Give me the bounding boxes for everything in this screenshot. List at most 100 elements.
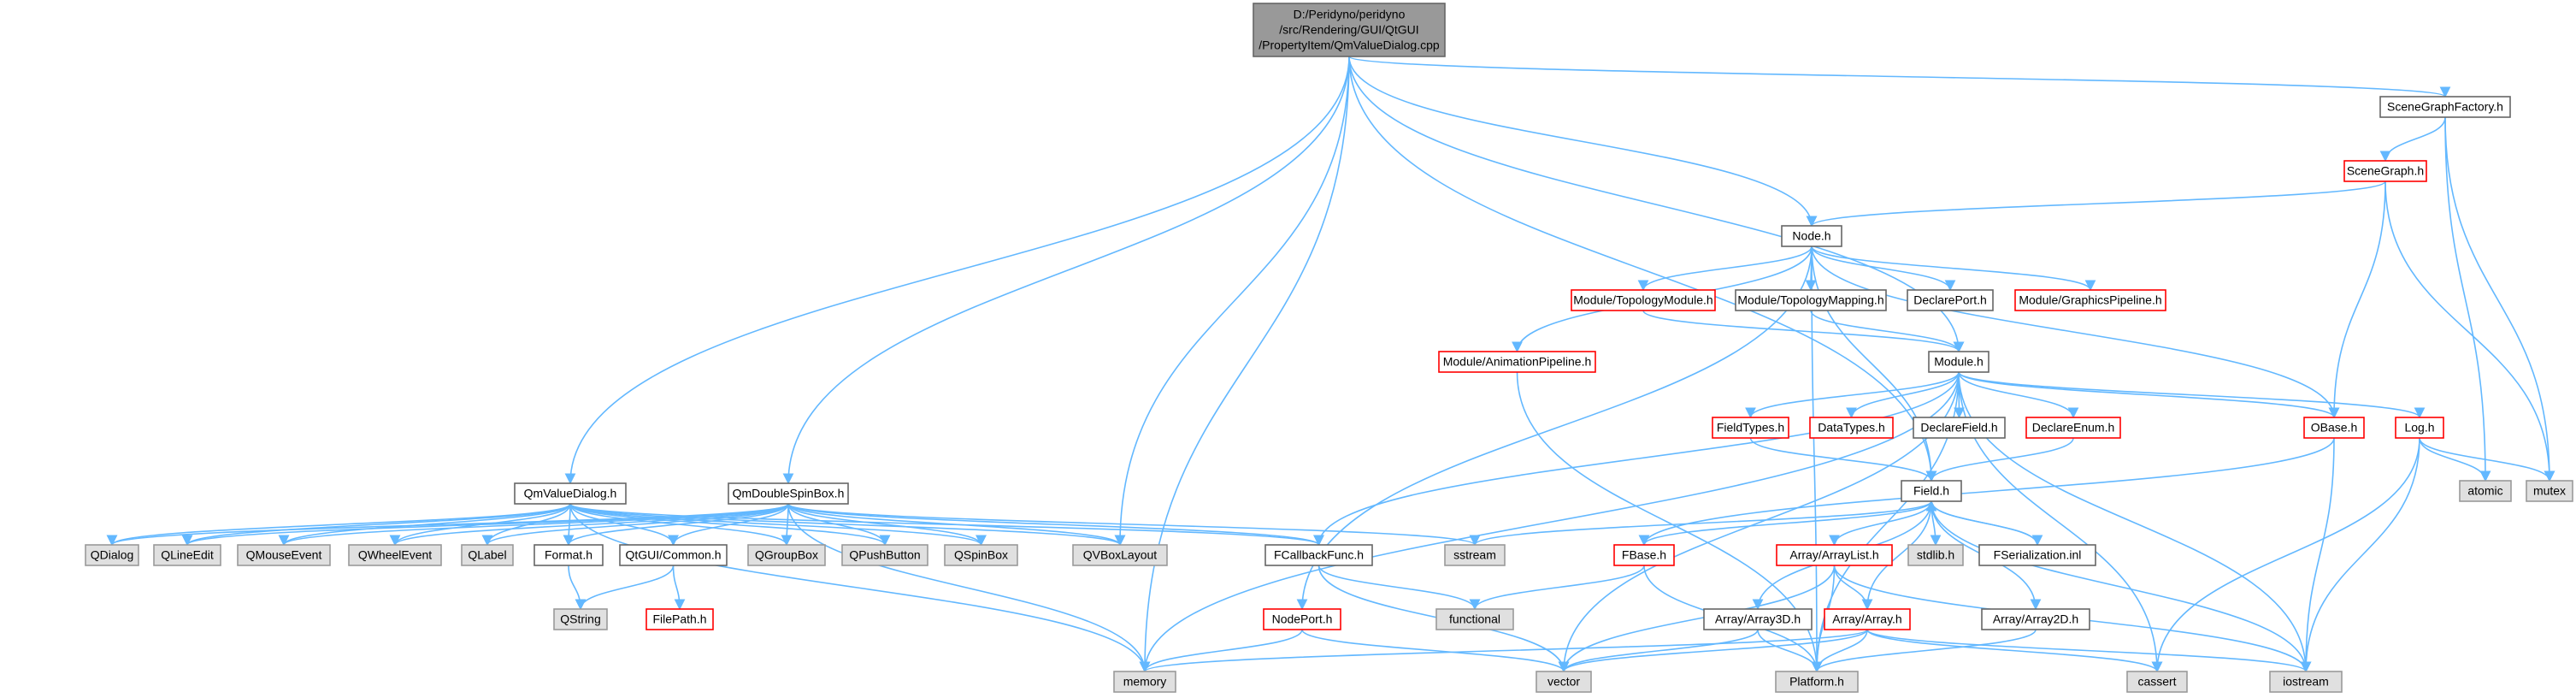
node-label-declarefield: DeclareField.h	[1920, 421, 1997, 435]
edge-root-to-qmdoublespinbox	[782, 56, 1350, 485]
node-arraylist[interactable]: Array/ArrayList.h	[1776, 544, 1893, 566]
edge-module-to-fcallbackfunc	[1313, 371, 1960, 547]
edge-log-to-atomic	[2419, 437, 2491, 482]
edge-root-to-qmvaluedialog	[564, 56, 1350, 485]
node-declareport[interactable]: DeclarePort.h	[1907, 289, 1994, 311]
edge-log-to-iostream	[2300, 437, 2420, 673]
node-field[interactable]: Field.h	[1901, 480, 1962, 502]
node-box-qspinbox	[944, 544, 1018, 566]
node-box-atomic	[2459, 480, 2512, 502]
node-box-array3d	[1703, 608, 1813, 630]
node-box-qdialog	[85, 544, 139, 566]
edge-root-to-memory	[1139, 56, 1350, 673]
node-label-nodeport: NodePort.h	[1272, 612, 1333, 626]
node-platform: Platform.h	[1775, 671, 1859, 693]
node-label-declareenum: DeclareEnum.h	[2032, 421, 2115, 435]
edges-layer	[106, 56, 2555, 673]
node-graphicspipeline[interactable]: Module/GraphicsPipeline.h	[2014, 289, 2166, 311]
node-array3d[interactable]: Array/Array3D.h	[1703, 608, 1813, 630]
node-datatypes[interactable]: DataTypes.h	[1809, 417, 1894, 439]
node-box-functional	[1435, 608, 1514, 630]
node-label-qlineedit: QLineEdit	[161, 548, 214, 562]
node-log[interactable]: Log.h	[2395, 417, 2444, 439]
node-qmvaluedialog[interactable]: QmValueDialog.h	[514, 482, 627, 505]
node-qwheelevent: QWheelEvent	[348, 544, 442, 566]
edge-qmvaluedialog-to-qmouseevent	[278, 503, 571, 547]
node-label-qmouseevent: QMouseEvent	[246, 548, 322, 562]
node-box-cassert	[2126, 671, 2188, 693]
node-label-field: Field.h	[1913, 484, 1949, 498]
node-label-fbase: FBase.h	[1622, 548, 1666, 562]
node-label-qlabel: QLabel	[468, 548, 506, 562]
node-mutex: mutex	[2526, 480, 2573, 502]
edge-scenegraphfactory-to-atomic	[2444, 116, 2491, 482]
node-topologymodule[interactable]: Module/TopologyModule.h	[1571, 289, 1716, 311]
node-label-scenegraphfactory: SceneGraphFactory.h	[2387, 100, 2503, 114]
node-module[interactable]: Module.h	[1928, 351, 1989, 373]
node-label-graphicspipeline: Module/GraphicsPipeline.h	[2019, 293, 2161, 307]
node-label-stdlib: stdlib.h	[1917, 548, 1954, 562]
node-label-arraylist: Array/ArrayList.h	[1789, 548, 1878, 562]
node-label-cassert: cassert	[2137, 675, 2176, 689]
node-scenegraphfactory[interactable]: SceneGraphFactory.h	[2379, 96, 2511, 118]
edge-topologymodule-to-module	[1642, 310, 1965, 353]
node-fieldtypes[interactable]: FieldTypes.h	[1712, 417, 1789, 439]
edge-qmdoublespinbox-to-qvboxlayout	[787, 503, 1126, 547]
node-node[interactable]: Node.h	[1781, 225, 1842, 247]
edge-obase-to-fbase	[1638, 437, 2335, 547]
node-box-mutex	[2526, 480, 2573, 502]
edge-qmdoublespinbox-to-qgroupbox	[781, 503, 793, 547]
node-nodeport[interactable]: NodePort.h	[1263, 608, 1341, 630]
node-filepath[interactable]: FilePath.h	[645, 608, 714, 630]
edge-scenegraph-to-obase	[2328, 180, 2386, 419]
node-qlineedit: QLineEdit	[153, 544, 221, 566]
node-qpushbutton: QPushButton	[841, 544, 928, 566]
node-fbase[interactable]: FBase.h	[1613, 544, 1675, 566]
node-array2d[interactable]: Array/Array2D.h	[1981, 608, 2090, 630]
edge-array-to-memory	[1140, 629, 1868, 673]
node-iostream: iostream	[2269, 671, 2343, 693]
node-box-topologymodule	[1571, 289, 1716, 311]
node-box-qmouseevent	[237, 544, 331, 566]
node-array[interactable]: Array/Array.h	[1824, 608, 1911, 630]
node-fcallbackfunc[interactable]: FCallbackFunc.h	[1264, 544, 1373, 566]
node-animationpipeline[interactable]: Module/AnimationPipeline.h	[1438, 351, 1596, 373]
node-topologymapping[interactable]: Module/TopologyMapping.h	[1735, 289, 1887, 311]
edge-obase-to-iostream	[2300, 437, 2335, 673]
node-qtguicommon[interactable]: QtGUI/Common.h	[619, 544, 728, 566]
node-label-vector: vector	[1547, 675, 1580, 689]
node-label-sstream: sstream	[1453, 548, 1496, 562]
node-declarefield[interactable]: DeclareField.h	[1913, 417, 2006, 439]
node-box-qlineedit	[153, 544, 221, 566]
node-box-scenegraph	[2343, 160, 2427, 182]
node-qmdoublespinbox[interactable]: QmDoubleSpinBox.h	[728, 482, 849, 505]
edge-qmdoublespinbox-to-qspinbox	[787, 503, 987, 547]
node-obase[interactable]: OBase.h	[2303, 417, 2365, 439]
node-box-arraylist	[1776, 544, 1893, 566]
edge-field-to-array	[1861, 500, 1932, 611]
node-label-iostream: iostream	[2283, 675, 2329, 689]
edge-array2d-to-platform	[1811, 629, 2037, 673]
node-atomic: atomic	[2459, 480, 2512, 502]
node-box-topologymapping	[1735, 289, 1887, 311]
node-label-datatypes: DataTypes.h	[1818, 421, 1885, 435]
node-format[interactable]: Format.h	[533, 544, 604, 566]
node-box-declarefield	[1913, 417, 2006, 439]
node-root[interactable]: D:/Peridyno/peridyno/src/Rendering/GUI/Q…	[1253, 3, 1446, 57]
node-fserialization[interactable]: FSerialization.inl	[1978, 544, 2096, 566]
node-memory: memory	[1113, 671, 1176, 693]
node-declareenum[interactable]: DeclareEnum.h	[2025, 417, 2121, 439]
node-box-qgroupbox	[747, 544, 826, 566]
node-scenegraph[interactable]: SceneGraph.h	[2343, 160, 2427, 182]
edge-root-to-scenegraphfactory	[1348, 56, 2450, 98]
edge-arraylist-to-array	[1833, 565, 1873, 611]
node-sstream: sstream	[1444, 544, 1506, 566]
node-box-filepath	[645, 608, 714, 630]
node-box-iostream	[2269, 671, 2343, 693]
edge-qmdoublespinbox-to-qmouseevent	[278, 503, 789, 547]
edge-array-to-cassert	[1866, 629, 2163, 673]
node-label-fieldtypes: FieldTypes.h	[1717, 421, 1784, 435]
node-box-field	[1901, 480, 1962, 502]
edge-module-to-fieldtypes	[1745, 371, 1960, 419]
